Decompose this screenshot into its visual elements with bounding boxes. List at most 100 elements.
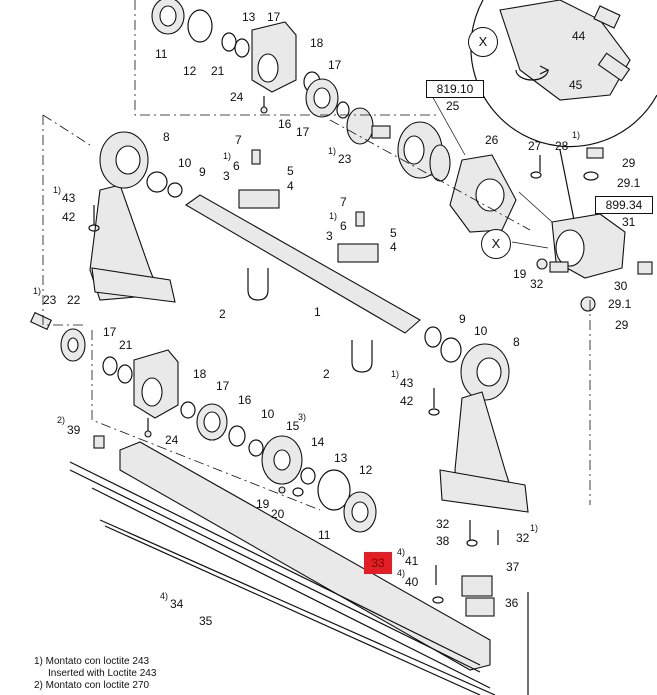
part-label-17: 17 (216, 379, 230, 393)
part-label-29: 29 (622, 156, 636, 170)
part-label-32: 32 (530, 277, 544, 291)
part-label-29: 29 (615, 318, 629, 332)
part-label-43: 43 (62, 191, 76, 205)
part-label-45: 45 (569, 78, 583, 92)
footnote-mark: 2) (57, 415, 66, 425)
footnote-mark: 3) (298, 412, 307, 422)
part-label-11: 11 (318, 528, 331, 542)
part-label-10: 10 (474, 324, 488, 338)
part-label-6: 6 (340, 219, 347, 233)
footnote-1-english: Inserted with Loctite 243 (48, 668, 157, 679)
part-label-3: 3 (223, 169, 230, 183)
part-label-30: 30 (614, 279, 628, 293)
part-label-4: 4 (287, 179, 294, 193)
part-label-1: 1 (314, 305, 321, 319)
part-label-42: 42 (400, 394, 414, 408)
footnote-mark: 4) (397, 547, 406, 557)
part-label-39: 39 (67, 423, 81, 437)
part-label-43: 43 (400, 376, 414, 390)
part-label-10: 10 (261, 407, 275, 421)
part-label-4: 4 (390, 240, 397, 254)
part-label-14: 14 (311, 435, 325, 449)
part-label-7: 7 (235, 133, 242, 147)
stand-upper-left (88, 131, 183, 303)
footnote-mark: 1) (329, 211, 338, 221)
part-label-35: 35 (199, 614, 213, 628)
reference-box-899-34: 899.34 (595, 196, 653, 214)
part-label-8: 8 (513, 335, 520, 349)
part-label-6: 6 (233, 159, 240, 173)
phantom-lines (42, 0, 591, 511)
lower-bearing-group (102, 349, 377, 533)
footnote-mark: 1) (33, 286, 42, 296)
part-label-34: 34 (170, 597, 184, 611)
part-label-29-1: 29.1 (608, 297, 632, 311)
part-label-20: 20 (271, 507, 285, 521)
footnote-mark: 1) (391, 369, 400, 379)
part-label-31: 31 (622, 215, 636, 229)
rail-group (69, 435, 529, 695)
part-label-17: 17 (296, 125, 310, 139)
stand-lower-right (428, 343, 529, 513)
footnote-2: 2) Montato con loctite 270 (34, 680, 150, 691)
part-label-2: 2 (323, 367, 330, 381)
part-label-19: 19 (256, 497, 270, 511)
part-label-5: 5 (287, 164, 294, 178)
detail-x-group (470, 0, 657, 148)
part-label-13: 13 (242, 10, 256, 24)
reference-box-819-10: 819.10 (426, 80, 484, 98)
footnote-1: 1) Montato con loctite 243 (34, 656, 150, 667)
detail-x-marker: X (468, 27, 498, 57)
part-label-26: 26 (485, 133, 499, 147)
part-label-24: 24 (165, 433, 179, 447)
part-label-7: 7 (340, 195, 347, 209)
footnote-mark: 1) (53, 185, 62, 195)
part-label-2: 2 (219, 307, 226, 321)
part-label-42: 42 (62, 210, 76, 224)
part-label-41: 41 (405, 554, 419, 568)
part-label-12: 12 (359, 463, 373, 477)
part-label-27: 27 (528, 139, 542, 153)
footnote-mark: 1) (223, 151, 232, 161)
motor-group (511, 147, 653, 312)
part-label-13: 13 (334, 451, 348, 465)
part-label-38: 38 (436, 534, 450, 548)
part-label-17: 17 (328, 58, 342, 72)
part-label-19: 19 (513, 267, 527, 281)
part-label-17: 17 (267, 10, 281, 24)
part-label-25: 25 (446, 99, 460, 113)
part-label-40: 40 (405, 575, 419, 589)
part-label-23: 23 (338, 152, 352, 166)
part-label-36: 36 (505, 596, 519, 610)
part-label-18: 18 (193, 367, 207, 381)
part-label-15: 15 (286, 419, 300, 433)
part-label-28: 28 (555, 139, 569, 153)
part-label-24: 24 (230, 90, 244, 104)
part-label-23: 23 (43, 293, 57, 307)
part-label-10: 10 (178, 156, 192, 170)
part-label-21: 21 (211, 64, 225, 78)
highlighted-part-33[interactable]: 33 (364, 552, 392, 574)
part-label-12: 12 (183, 64, 197, 78)
part-label-9: 9 (459, 312, 466, 326)
part-label-37: 37 (506, 560, 520, 574)
detail-x-marker: X (481, 229, 511, 259)
part-label-29-1: 29.1 (617, 176, 641, 190)
footnote-mark: 1) (328, 146, 337, 156)
footnotes: 1) Montato con loctite 243 Inserted with… (34, 656, 156, 692)
part-label-8: 8 (163, 130, 170, 144)
footnote-mark: 4) (397, 568, 406, 578)
footnote-mark: 4) (160, 591, 169, 601)
top-bearing-group (151, 0, 350, 119)
gear-22-group (29, 311, 86, 362)
part-label-44: 44 (572, 29, 586, 43)
footnote-mark: 1) (572, 130, 581, 140)
part-label-22: 22 (67, 293, 81, 307)
part-label-21: 21 (119, 338, 133, 352)
part-label-32: 32 (516, 531, 530, 545)
part-label-16: 16 (238, 393, 252, 407)
part-label-17: 17 (103, 325, 117, 339)
coupling-group (346, 84, 517, 233)
